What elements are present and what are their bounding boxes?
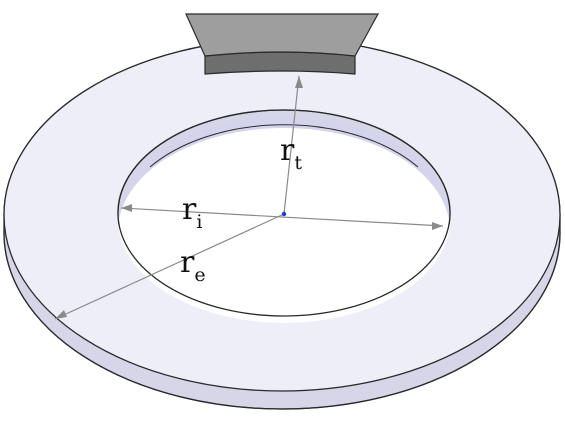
radius-e-line <box>54 213 285 320</box>
radius-e-arrow <box>55 310 67 319</box>
label-radius-e: re <box>180 245 206 286</box>
inner-hole-rim <box>117 109 451 317</box>
block-top-face <box>185 13 380 57</box>
block-front-face <box>204 51 356 75</box>
hole-floor <box>118 128 450 323</box>
inner-wall-bottom-edge <box>149 124 419 168</box>
center-point <box>281 211 287 217</box>
inner-wall-group <box>118 117 450 323</box>
radius-i-line <box>120 207 444 227</box>
label-radius-t: rt <box>280 133 302 174</box>
label-radius-i: ri <box>182 192 202 233</box>
radius-i-arrow-left <box>121 204 132 212</box>
radius-t-line <box>283 75 300 215</box>
radius-t-arrow <box>295 76 303 88</box>
radius-i-arrow-right <box>432 222 443 230</box>
